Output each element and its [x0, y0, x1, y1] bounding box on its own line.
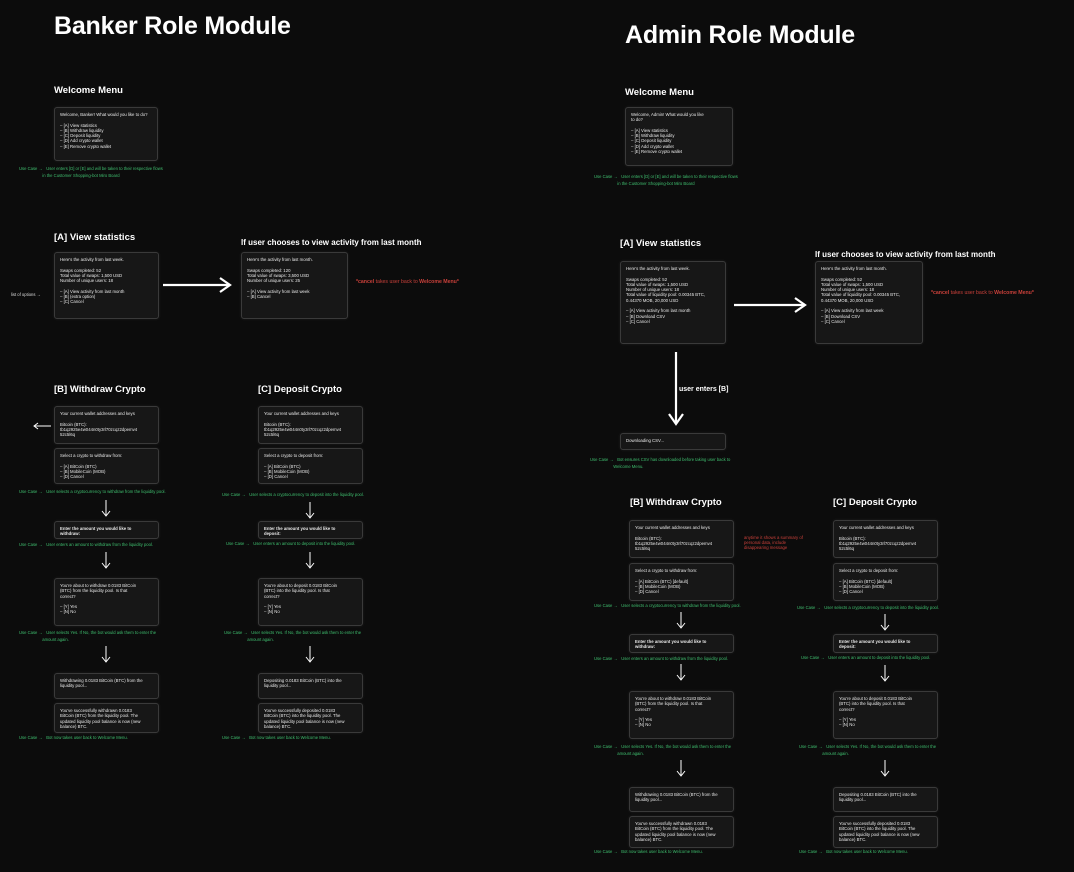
banker-deposit-processing: Depositing 0.0183 BitCoin (BTC) into the…: [258, 673, 363, 699]
admin-view-heading: [A] View statistics: [620, 238, 702, 249]
banker-title: Banker Role Module: [54, 12, 291, 40]
banker-deposit-select: Select a crypto to deposit from: – [A] B…: [258, 448, 363, 484]
banker-cancel-mid: takes user back to: [374, 279, 420, 285]
banker-deposit-heading: [C] Deposit Crypto: [258, 384, 342, 395]
admin-deposit-arrow-3: [880, 760, 890, 777]
banker-withdraw-arrow-1: [101, 500, 111, 517]
banker-withdraw-heading: [B] Withdraw Crypto: [54, 384, 146, 395]
banker-month-heading: If user chooses to view activity from la…: [241, 238, 422, 247]
admin-cancel-cmd: *cancel: [931, 290, 950, 296]
admin-deposit-uc1: Use Case → User selects a cryptocurrency…: [797, 605, 939, 610]
banker-withdraw-processing: Withdrawing 0.0183 BitCoin (BTC) from th…: [54, 673, 159, 699]
admin-welcome-usecase: Use Case → User enters [D] or [E] and wi…: [594, 174, 738, 186]
banker-withdraw-uc3: Use Case → User selects Yes. If No, the …: [19, 630, 157, 642]
admin-deposit-heading: [C] Deposit Crypto: [833, 497, 917, 508]
admin-csv-usecase: Use Case → Bot ensures CSV has downloade…: [590, 457, 731, 469]
banker-welcome-heading: Welcome Menu: [54, 85, 123, 96]
admin-withdraw-success: You've successfully withdrawn 0.0183 Bit…: [629, 816, 734, 848]
admin-view-card: Here's the activity from last week. Swap…: [620, 261, 726, 344]
banker-welcome-usecase: Use Case → User enters [D] or [E] and wi…: [19, 166, 163, 178]
admin-withdraw-arrow-1: [676, 612, 686, 629]
admin-withdraw-heading: [B] Withdraw Crypto: [630, 497, 722, 508]
banker-deposit-wallet: Your current wallet addresses and keys B…: [258, 406, 363, 444]
banker-list-of-options-label: list of options →: [11, 292, 41, 297]
banker-deposit-arrow-1: [305, 502, 315, 519]
admin-withdraw-privacy-note: anytime it shows a summary of personal d…: [744, 535, 803, 551]
banker-withdraw-uc4: Use Case → Bot now takes user back to We…: [19, 735, 128, 740]
admin-deposit-arrow-2: [880, 665, 890, 682]
admin-welcome-card: Welcome, Admin! What would you like to d…: [625, 107, 733, 166]
banker-withdraw-arrow-3: [101, 646, 111, 663]
admin-deposit-confirm: You're about to deposit 0.0183 BitCoin (…: [833, 691, 938, 739]
banker-withdraw-arrow-2: [101, 552, 111, 569]
banker-withdraw-select: Select a crypto to withdraw from: – [A] …: [54, 448, 159, 484]
admin-deposit-uc3: Use Case → User selects Yes. If No, the …: [799, 744, 937, 756]
admin-month-card: Here's the activity from last month. Swa…: [815, 261, 923, 344]
banker-deposit-confirm: You're about to deposit 0.0183 BitCoin (…: [258, 578, 363, 626]
admin-cancel-mid: takes user back to: [949, 290, 995, 296]
banker-arrow-right: [163, 277, 232, 293]
admin-withdraw-amount: Enter the amount you would like to withd…: [629, 634, 734, 653]
admin-user-enters-b-label: user enters [B]: [679, 386, 729, 393]
admin-withdraw-uc2: Use Case → User enters an amount to with…: [594, 656, 729, 661]
admin-deposit-uc4: Use Case → Bot now takes user back to We…: [799, 849, 908, 854]
admin-withdraw-uc4: Use Case → Bot now takes user back to We…: [594, 849, 703, 854]
admin-withdraw-arrow-2: [676, 664, 686, 681]
banker-cancel-cmd: *cancel: [356, 279, 375, 285]
banker-view-heading: [A] View statistics: [54, 232, 136, 243]
banker-deposit-uc3: Use Case → User selects Yes. If No, the …: [224, 630, 362, 642]
admin-deposit-amount: Enter the amount you would like to depos…: [833, 634, 938, 653]
banker-deposit-uc1: Use Case → User selects a cryptocurrency…: [222, 492, 364, 497]
admin-withdraw-uc1: Use Case → User selects a cryptocurrency…: [594, 603, 741, 608]
admin-withdraw-select: Select a crypto to withdraw from: – [A] …: [629, 563, 734, 601]
admin-withdraw-uc3: Use Case → User selects Yes. If No, the …: [594, 744, 732, 756]
admin-downloading-card: Downloading CSV...: [620, 433, 726, 450]
admin-deposit-arrow-1: [880, 614, 890, 631]
banker-deposit-arrow-3: [305, 646, 315, 663]
banker-deposit-uc4: Use Case → Bot now takes user back to We…: [222, 735, 331, 740]
admin-withdraw-arrow-3: [676, 760, 686, 777]
admin-withdraw-confirm: You're about to withdraw 0.0183 BitCoin …: [629, 691, 734, 739]
admin-arrow-right: [734, 297, 807, 313]
admin-cancel-note: *cancel takes user back to Welcome Menu*: [931, 290, 1034, 296]
banker-deposit-uc2: Use Case → User enters an amount to depo…: [226, 541, 356, 546]
admin-welcome-heading: Welcome Menu: [625, 87, 694, 98]
banker-withdraw-success: You've successfully withdrawn 0.0183 Bit…: [54, 703, 159, 733]
banker-withdraw-uc1: Use Case → User selects a cryptocurrency…: [19, 489, 166, 494]
admin-withdraw-wallet: Your current wallet addresses and keys B…: [629, 520, 734, 558]
admin-deposit-select: Select a crypto to deposit from: – [A] B…: [833, 563, 938, 601]
banker-withdraw-wallet: Your current wallet addresses and keys B…: [54, 406, 159, 444]
banker-deposit-success: You've successfully deposited 0.0183 Bit…: [258, 703, 363, 733]
admin-deposit-processing: Depositing 0.0183 BitCoin (BTC) into the…: [833, 787, 938, 812]
banker-welcome-card: Welcome, Banker! What would you like to …: [54, 107, 158, 161]
banker-cancel-target: Welcome Menu*: [419, 279, 459, 285]
admin-deposit-success: You've successfully deposited 0.0183 Bit…: [833, 816, 938, 848]
admin-arrow-down: [668, 352, 684, 426]
admin-title: Admin Role Module: [625, 21, 855, 49]
admin-withdraw-processing: Withdrawing 0.0183 BitCoin (BTC) from th…: [629, 787, 734, 812]
admin-deposit-wallet: Your current wallet addresses and keys B…: [833, 520, 938, 558]
banker-withdraw-uc2: Use Case → User enters an amount to with…: [19, 542, 154, 547]
admin-deposit-uc2: Use Case → User enters an amount to depo…: [801, 655, 931, 660]
banker-deposit-amount: Enter the amount you would like to depos…: [258, 521, 363, 539]
banker-month-card: Here's the activity from last month. Swa…: [241, 252, 348, 319]
banker-withdraw-amount: Enter the amount you would like to withd…: [54, 521, 159, 539]
banker-deposit-arrow-2: [305, 552, 315, 569]
admin-cancel-target: Welcome Menu*: [994, 290, 1034, 296]
banker-withdraw-confirm: You're about to withdraw 0.0183 BitCoin …: [54, 578, 159, 626]
banker-cancel-note: *cancel takes user back to Welcome Menu*: [356, 279, 459, 285]
banker-arrow-left: [33, 422, 51, 430]
admin-month-heading: If user chooses to view activity from la…: [815, 250, 996, 259]
banker-view-card: Here's the activity from last week. Swap…: [54, 252, 159, 319]
